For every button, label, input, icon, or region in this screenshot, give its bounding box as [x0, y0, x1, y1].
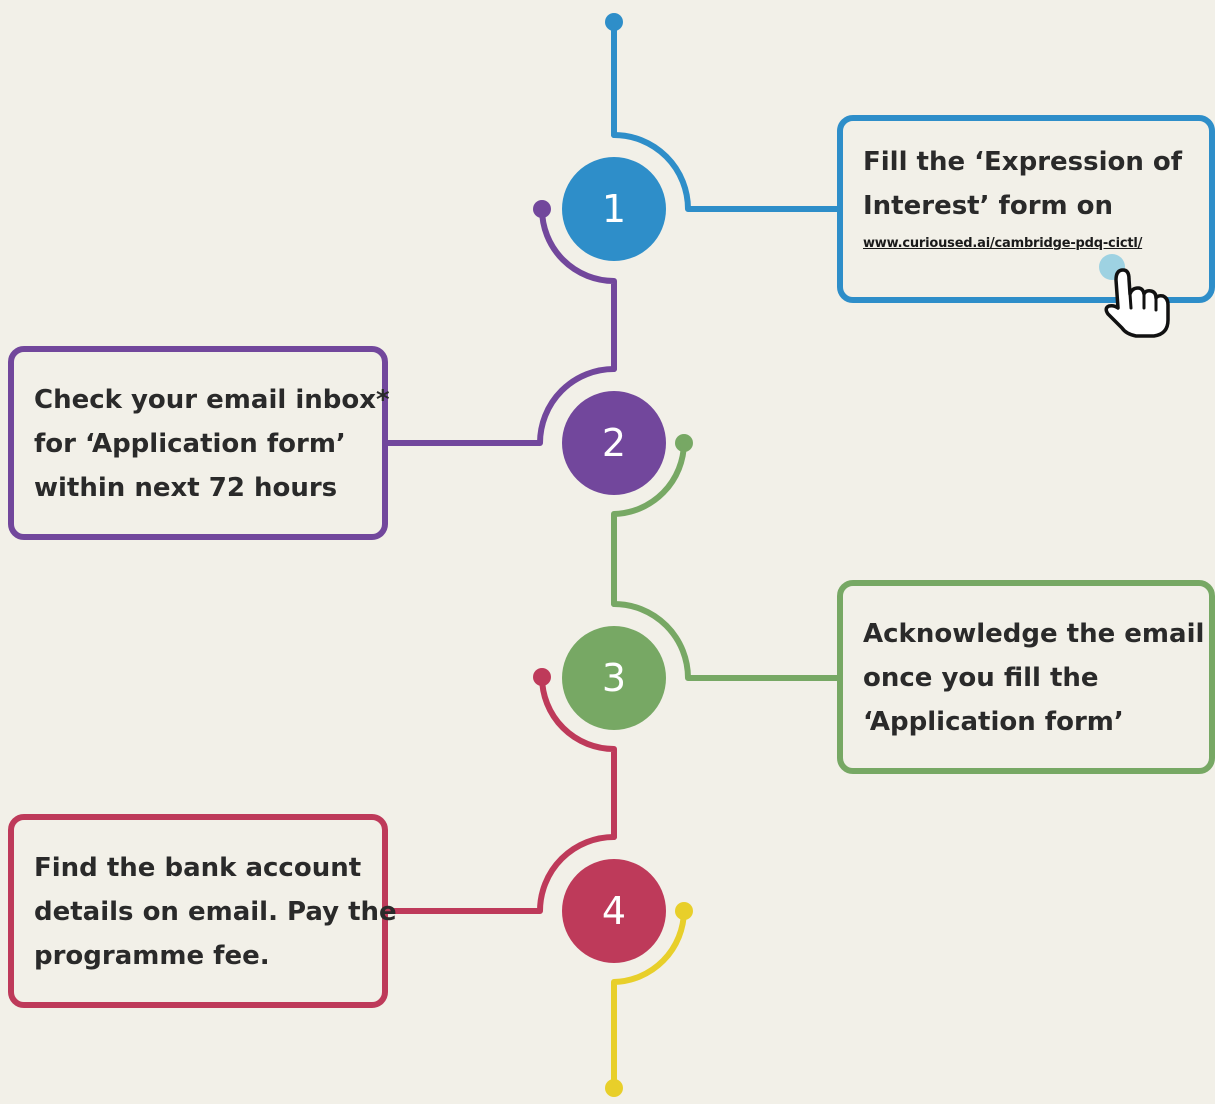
- step-1-text-line: Fill the ‘Expression of: [863, 147, 1183, 177]
- step-3-text-line: once you fill the: [863, 663, 1099, 693]
- pointing-hand-cursor-icon: [1099, 254, 1170, 338]
- step-3-connector: [611, 434, 843, 681]
- step-1-number: 1: [601, 187, 627, 231]
- step-2-number: 2: [601, 421, 627, 465]
- step-1-box: Fill the ‘Expression of Interest’ form o…: [837, 115, 1215, 303]
- step-3-text-line: ‘Application form’: [863, 707, 1124, 737]
- step-4-number-circle: 4: [562, 859, 666, 963]
- step-4-text-line: Find the bank account: [34, 853, 362, 883]
- step-2-text-line: within next 72 hours: [34, 473, 338, 503]
- step-2-text-line: Check your email inbox*: [34, 385, 390, 415]
- step-3-number: 3: [601, 656, 627, 700]
- step-2-box: Check your email inbox* for ‘Application…: [8, 346, 390, 540]
- step-4-box: Find the bank account details on email. …: [8, 814, 397, 1008]
- step-3-text-line: Acknowledge the email: [863, 619, 1205, 649]
- step-1-connector: [605, 13, 843, 212]
- tail-connector: [605, 902, 693, 1097]
- step-4-text-line: programme fee.: [34, 941, 270, 971]
- step-2-connector: [385, 200, 617, 446]
- step-3-number-circle: 3: [562, 626, 666, 730]
- expression-of-interest-link[interactable]: www.curioused.ai/cambridge-pdq-cictl/: [863, 236, 1143, 251]
- step-2-text-line: for ‘Application form’: [34, 429, 346, 459]
- step-4-text-line: details on email. Pay the: [34, 897, 397, 927]
- step-4-number: 4: [601, 889, 627, 933]
- step-1-number-circle: 1: [562, 157, 666, 261]
- step-4-connector: [385, 668, 617, 914]
- step-2-number-circle: 2: [562, 391, 666, 495]
- step-3-box: Acknowledge the email once you fill the …: [837, 580, 1215, 774]
- step-1-text-line: Interest’ form on: [863, 191, 1114, 221]
